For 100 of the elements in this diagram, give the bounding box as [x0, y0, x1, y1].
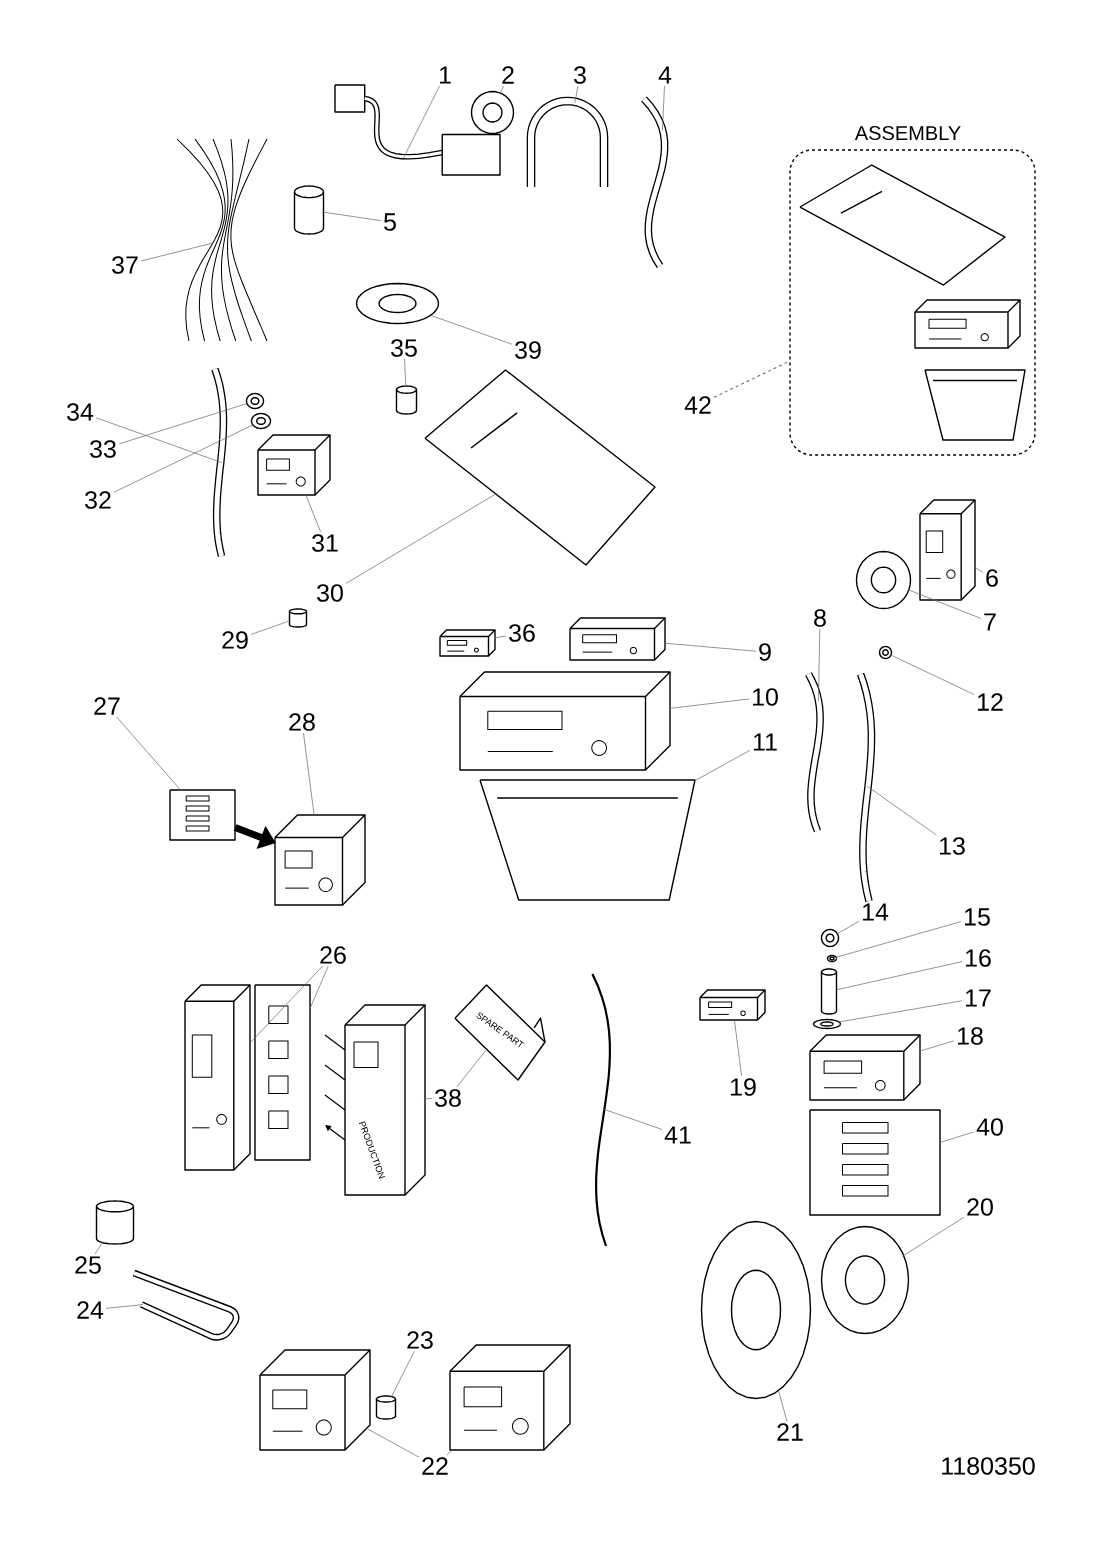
- part-drawing: [259, 1349, 371, 1451]
- leader-line: [836, 920, 860, 935]
- part-drawing: [176, 138, 268, 342]
- part-drawing: [820, 968, 838, 1015]
- callout-number: 40: [976, 1118, 1003, 1136]
- callout-number: 11: [753, 733, 777, 751]
- callout-number: 1: [439, 66, 451, 84]
- leader-line: [907, 589, 982, 619]
- callout-number: 16: [966, 949, 991, 967]
- callout-number: 24: [77, 1301, 104, 1319]
- callout-number: 6: [986, 569, 998, 587]
- callout-number: 26: [320, 946, 346, 964]
- leader-line: [668, 698, 750, 709]
- leader-line: [309, 965, 329, 1010]
- leader-line: [973, 566, 984, 573]
- callout-number: 36: [509, 624, 535, 642]
- leader-line: [305, 493, 321, 533]
- leader-line: [95, 417, 223, 463]
- leader-line: [902, 1216, 965, 1257]
- callout-number: 14: [863, 903, 889, 921]
- part-drawing: [812, 1018, 842, 1030]
- part-drawing: [257, 434, 331, 496]
- callout-number: 25: [75, 1256, 101, 1274]
- leader-line: [834, 921, 962, 958]
- leader-line: [835, 961, 963, 991]
- leader-line: [499, 85, 504, 95]
- part-drawing: [820, 928, 840, 948]
- leader-line: [866, 785, 937, 836]
- callout-number: 30: [317, 584, 343, 602]
- part-drawing: [591, 973, 611, 1247]
- part-drawing: [809, 1034, 921, 1101]
- part-drawing: [914, 299, 1021, 349]
- part-drawing: [919, 499, 976, 601]
- callout-number: 33: [90, 440, 116, 458]
- callout-number: 21: [777, 1423, 803, 1441]
- leader-line: [365, 1427, 420, 1458]
- part-drawing: [375, 1395, 397, 1420]
- leader-line: [94, 1241, 104, 1255]
- leader-line: [918, 1040, 955, 1052]
- part-drawing: [826, 954, 838, 963]
- leader-line: [493, 635, 507, 639]
- part-drawing: [454, 984, 546, 1081]
- leader-line: [390, 1350, 415, 1398]
- callout-number: 34: [67, 403, 94, 421]
- callout-number: 29: [222, 631, 248, 649]
- part-drawing: [424, 369, 656, 566]
- assembly-heading: ASSEMBLY: [854, 125, 961, 141]
- part-drawing: [288, 608, 308, 628]
- callout-number: 42: [684, 396, 711, 414]
- part-label: 1180350: [942, 1457, 1035, 1475]
- leader-line: [603, 1108, 663, 1130]
- callout-number: 13: [940, 837, 965, 855]
- callout-number: 12: [978, 693, 1003, 711]
- part-drawing: [254, 984, 311, 1161]
- part-drawing: [132, 1269, 240, 1341]
- leader-line: [140, 242, 215, 262]
- part-drawing: [699, 989, 766, 1021]
- callout-number: 17: [966, 989, 991, 1007]
- part-drawing: [169, 789, 236, 841]
- leader-line: [105, 1304, 144, 1309]
- leader-line: [303, 732, 315, 817]
- part-drawing: [184, 984, 251, 1171]
- leader-line: [837, 1000, 963, 1023]
- part-drawing: [355, 282, 440, 325]
- part-drawing: [245, 392, 265, 410]
- part-drawing: [799, 164, 1006, 286]
- part-drawing: [250, 412, 272, 430]
- callout-number: 5: [384, 213, 396, 231]
- callout-number: 4: [658, 66, 672, 84]
- callout-number: 38: [435, 1089, 461, 1107]
- leader-line: [456, 1048, 488, 1088]
- part-drawing: [805, 672, 824, 833]
- leader-line: [818, 628, 821, 702]
- callout-number: 31: [312, 534, 338, 552]
- leader-line: [713, 360, 790, 398]
- callout-number: 37: [112, 256, 138, 274]
- leader-line: [662, 85, 665, 131]
- callout-number: 15: [965, 908, 990, 926]
- leader-line: [733, 1018, 742, 1077]
- part-drawing: [344, 1004, 426, 1196]
- part-drawing: [211, 367, 228, 557]
- callout-number: 39: [515, 341, 541, 359]
- leader-line: [693, 750, 751, 782]
- leader-line: [889, 654, 975, 695]
- leader-line: [403, 85, 440, 158]
- callout-number: 41: [664, 1126, 691, 1144]
- callout-number: 35: [391, 339, 417, 357]
- part-drawing: [470, 90, 515, 135]
- leader-line: [777, 1389, 788, 1422]
- part-drawing: [878, 645, 893, 660]
- callout-number: 27: [94, 697, 120, 715]
- leader-line: [446, 1448, 454, 1456]
- leader-line: [113, 424, 255, 493]
- callout-number: 9: [759, 643, 771, 661]
- leader-line: [663, 642, 757, 652]
- callout-number: 32: [85, 491, 111, 509]
- part-drawing: [479, 779, 696, 901]
- part-drawing: [924, 369, 1026, 441]
- leader-line: [429, 314, 513, 345]
- part-drawing: [334, 84, 501, 176]
